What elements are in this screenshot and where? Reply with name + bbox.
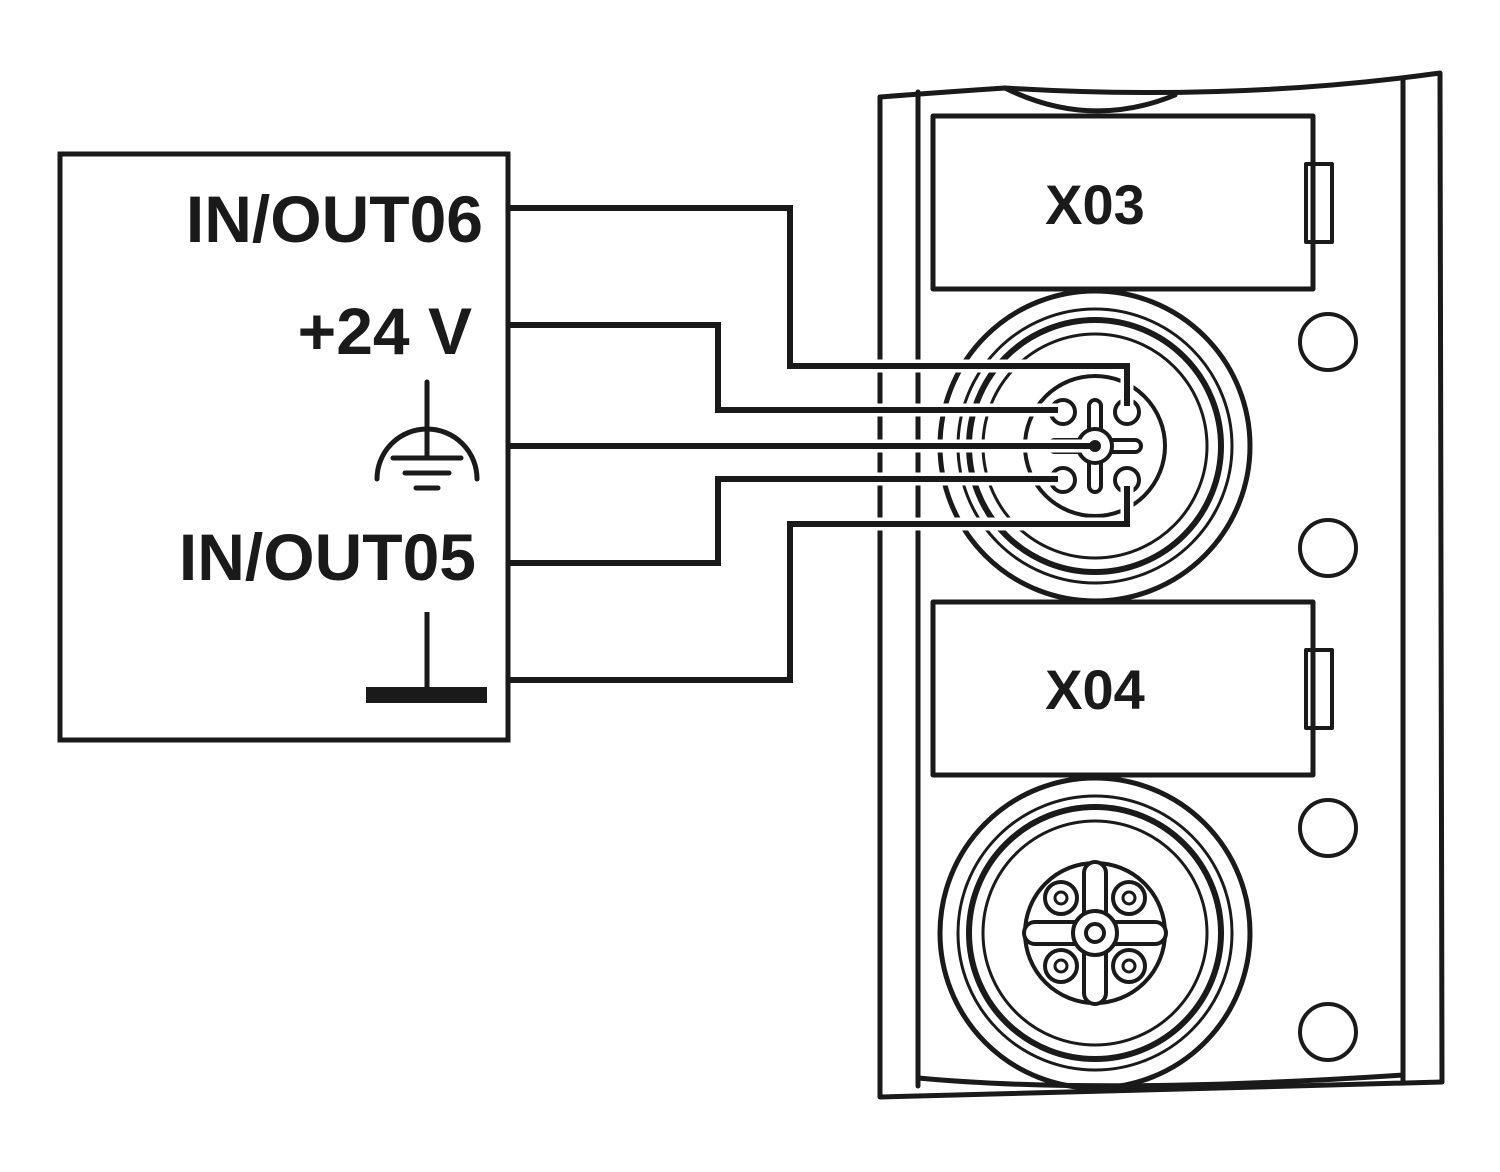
label-plus-24v: +24 V: [298, 294, 472, 368]
x04-label-clip-icon: [1304, 648, 1334, 730]
label-x03: X03: [1045, 173, 1145, 236]
x04-label-plate: [930, 599, 1316, 778]
wire-in-out-06: [508, 205, 1130, 406]
mounting-hole-icon: [1298, 798, 1358, 858]
x04-m12-connector-icon: [937, 775, 1253, 1091]
wire-ground: [508, 486, 1130, 683]
module-top-connector-arc: [1002, 85, 1178, 114]
device-box: IN/OUT06 +24 V IN/OUT05: [57, 151, 511, 743]
label-x04: X04: [1045, 658, 1145, 721]
device-box-outline: [57, 151, 511, 743]
x03-label-plate: [930, 113, 1316, 292]
module-outline: [877, 70, 1445, 1100]
mounting-hole-icon: [1298, 312, 1358, 372]
wires: [508, 201, 1134, 687]
mounting-hole-icon: [1298, 1002, 1358, 1062]
ground-icon: [366, 612, 487, 703]
mounting-hole-icon: [1298, 518, 1358, 578]
label-in-out-05: IN/OUT05: [179, 520, 476, 594]
functional-earth-icon: [374, 379, 480, 491]
wire-in-out-05: [508, 476, 1058, 566]
x03-label-clip-icon: [1304, 162, 1334, 244]
label-in-out-06: IN/OUT06: [186, 182, 483, 256]
wire-plus-24v: [508, 322, 1058, 413]
